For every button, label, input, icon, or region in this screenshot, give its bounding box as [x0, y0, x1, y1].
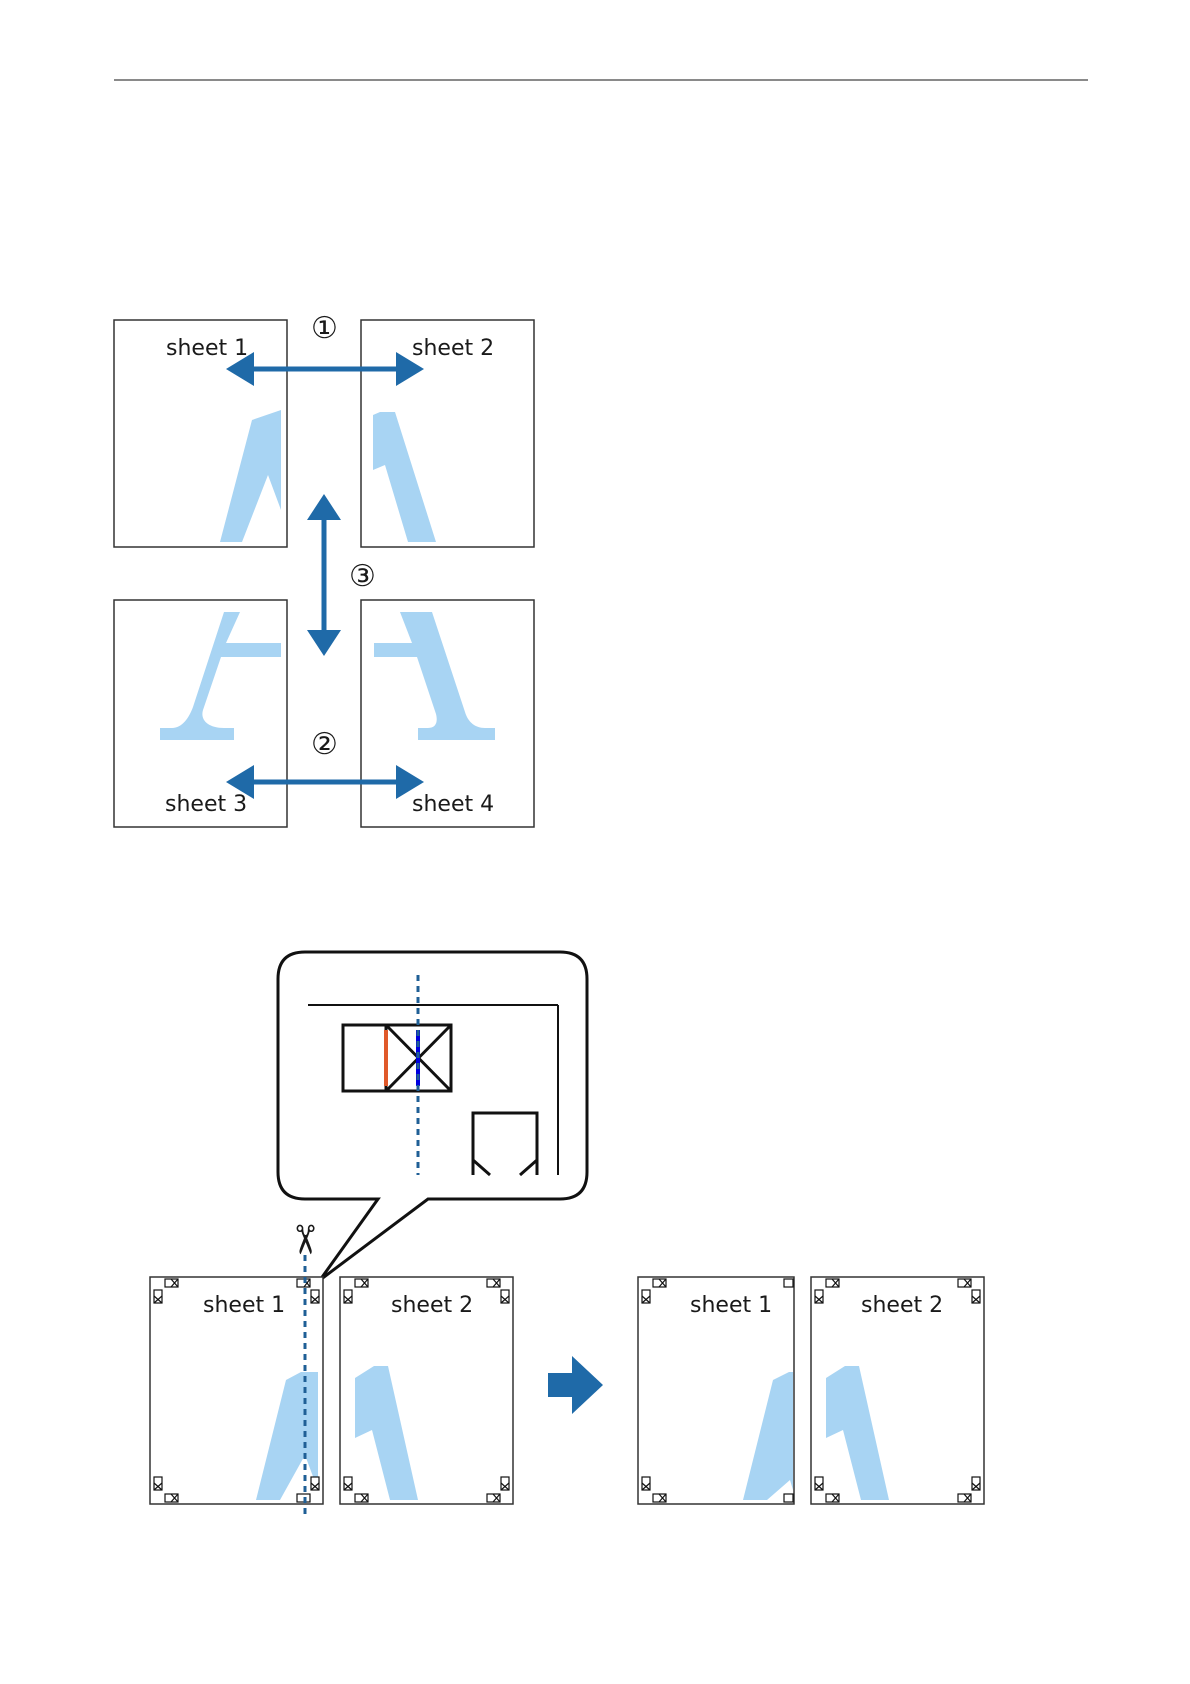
sheet-label: sheet 2	[391, 1293, 473, 1318]
bottom-diagram: ✂ sheet 1	[150, 952, 984, 1516]
sheet-label: sheet 1	[203, 1293, 285, 1318]
after-sheet-1: sheet 1	[638, 1277, 794, 1504]
after-sheet-2: sheet 2	[811, 1277, 984, 1504]
result-arrow	[548, 1356, 603, 1414]
before-sheet-2: sheet 2	[340, 1277, 513, 1504]
step-number-3: ③	[349, 559, 376, 594]
step-number-1: ①	[311, 311, 338, 346]
step-number-2: ②	[311, 727, 338, 762]
top-sheet-1: sheet 1	[114, 320, 287, 547]
sheet-label: sheet 1	[166, 336, 248, 361]
scissors-icon: ✂	[281, 1223, 327, 1257]
sheet-label: sheet 4	[412, 792, 494, 817]
top-sheet-3: sheet 3	[114, 600, 287, 827]
sheet-label: sheet 1	[690, 1293, 772, 1318]
top-sheet-4: sheet 4	[361, 600, 534, 827]
top-diagram: sheet 1 sheet 2 sheet 3 sheet 4	[114, 311, 534, 827]
before-sheet-1: sheet 1	[150, 1277, 323, 1504]
sheet-label: sheet 2	[412, 336, 494, 361]
top-sheet-2: sheet 2	[361, 320, 534, 547]
sheet-label: sheet 2	[861, 1293, 943, 1318]
arrow-join-top-bottom	[307, 494, 341, 656]
sheet-label: sheet 3	[165, 792, 247, 817]
